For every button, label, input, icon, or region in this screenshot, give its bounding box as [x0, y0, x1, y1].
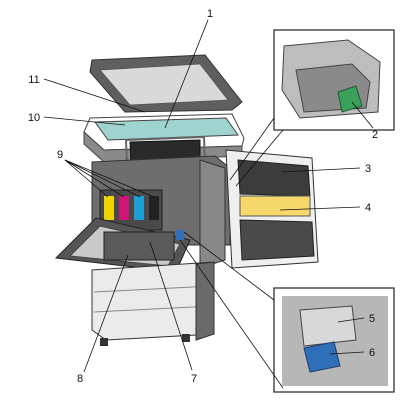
callout-1: 1	[207, 8, 213, 20]
tray-divider-1	[93, 285, 213, 293]
callout-11: 11	[28, 74, 39, 86]
connector-bottom-a	[183, 231, 275, 301]
lower-cabinet	[91, 261, 215, 341]
cabinet-side	[195, 261, 215, 341]
leader-3	[281, 167, 361, 173]
door-lower-dark	[239, 219, 315, 261]
connector-top-a	[229, 117, 275, 181]
inset-bottom-unit	[299, 305, 357, 347]
leader-9c	[64, 159, 141, 198]
callout-3: 3	[365, 163, 371, 175]
fuser-unit	[239, 195, 311, 217]
leader-8	[83, 254, 129, 373]
inset-detail-top	[273, 29, 395, 131]
inset-green-lever	[337, 85, 363, 113]
leader-1	[164, 19, 209, 129]
connector-top-b	[235, 129, 284, 187]
printer-illustration	[54, 54, 319, 346]
leader-2	[351, 101, 374, 129]
inset-blue-lever	[303, 341, 341, 373]
door-inner-dark	[237, 159, 311, 197]
callout-10: 10	[28, 112, 40, 124]
waste-toner-box	[103, 231, 175, 261]
blue-lever	[176, 230, 184, 240]
original-glass	[94, 117, 239, 141]
leader-5	[337, 317, 365, 323]
callout-2: 2	[372, 129, 378, 141]
toner-yellow	[104, 196, 114, 220]
right-side-housing	[199, 159, 226, 269]
tray-divider-2	[93, 305, 213, 313]
toner-black	[149, 196, 159, 220]
connector-bottom-b	[179, 239, 284, 389]
leader-9b	[64, 159, 125, 198]
callout-9: 9	[57, 149, 63, 161]
leader-4	[279, 206, 361, 211]
toner-magenta	[119, 196, 129, 220]
callout-labels: 1 2 3 4 5 6 7 8 9 10 11	[28, 8, 378, 385]
inset-detail-bottom	[273, 287, 395, 393]
leader-lines	[43, 19, 374, 389]
callout-6: 6	[369, 347, 375, 359]
callout-4: 4	[365, 202, 371, 214]
leader-9a	[64, 159, 109, 198]
leader-10	[43, 116, 126, 126]
toner-cyan	[134, 196, 144, 220]
leader-7	[149, 241, 193, 371]
leader-6	[329, 351, 365, 355]
caster-front-right	[182, 334, 190, 342]
callout-5: 5	[369, 313, 375, 325]
leader-9d	[64, 159, 155, 198]
lid-inner-surface	[99, 63, 229, 106]
leader-11	[43, 78, 146, 113]
callout-7: 7	[191, 373, 197, 385]
caster-front-left	[100, 338, 108, 346]
callout-8: 8	[77, 373, 83, 385]
